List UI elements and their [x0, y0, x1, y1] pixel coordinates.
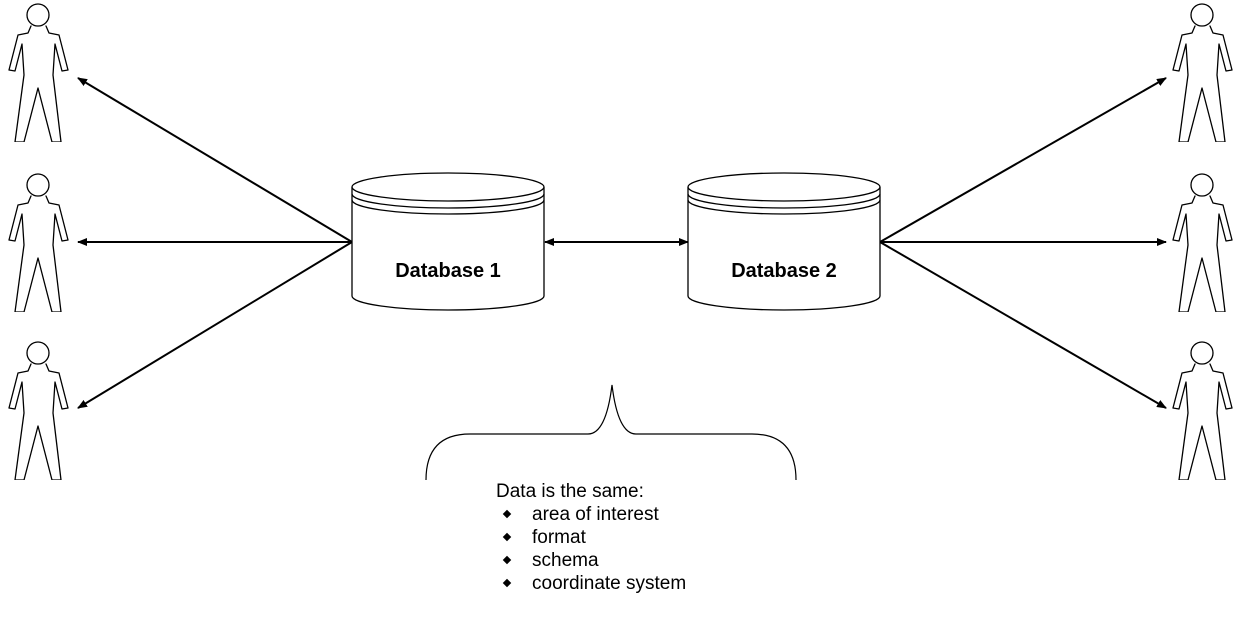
list-item-label: coordinate system [532, 573, 687, 594]
list-item: area of interest [496, 503, 686, 526]
user-left-2 [8, 173, 69, 312]
list-item-label: format [532, 527, 586, 548]
list-item: coordinate system [496, 572, 686, 595]
user-left-3 [8, 341, 69, 480]
diamond-bullet-icon [502, 509, 512, 519]
user-right-1 [1172, 3, 1233, 142]
note-list: area of interest format schema coordinat… [496, 503, 686, 595]
arrow-db2-user3 [879, 241, 1167, 409]
database-2-label: Database 2 [731, 260, 837, 282]
arrow-db2-user1 [879, 77, 1167, 243]
note-heading: Data is the same: [496, 481, 644, 502]
note-box: Data is the same: area of interest forma… [496, 480, 686, 595]
list-item: format [496, 526, 686, 549]
database-1: Database 1 [351, 172, 545, 311]
database-2: Database 2 [687, 172, 881, 311]
diamond-bullet-icon [502, 578, 512, 588]
diamond-bullet-icon [502, 555, 512, 565]
user-right-2 [1172, 173, 1233, 312]
curly-brace [425, 384, 797, 481]
list-item: schema [496, 549, 686, 572]
database-1-label: Database 1 [395, 260, 501, 282]
arrow-db1-user3 [77, 241, 353, 409]
arrow-db1-user1 [77, 77, 353, 243]
list-item-label: schema [532, 550, 599, 571]
user-right-3 [1172, 341, 1233, 480]
diamond-bullet-icon [502, 532, 512, 542]
list-item-label: area of interest [532, 504, 659, 525]
user-left-1 [8, 3, 69, 142]
